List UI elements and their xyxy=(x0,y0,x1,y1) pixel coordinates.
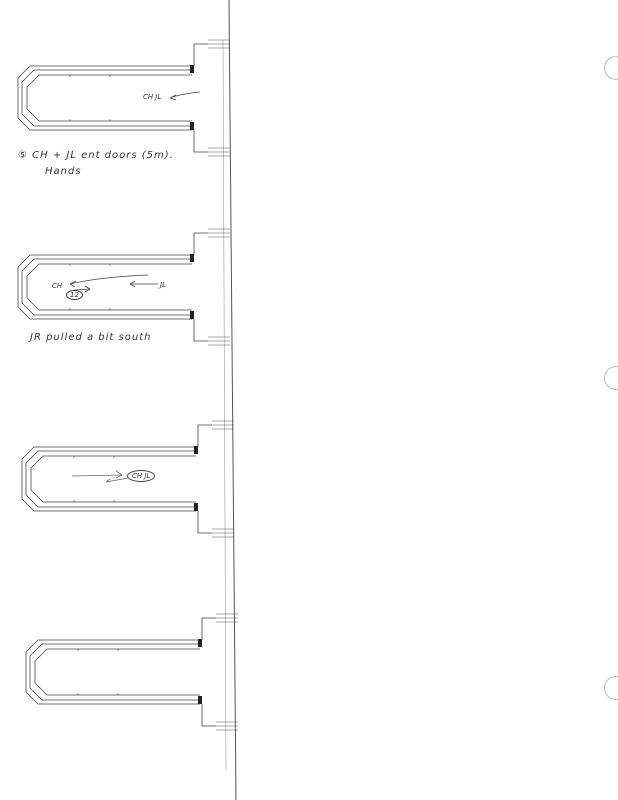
door-post xyxy=(190,122,194,130)
marker-dot xyxy=(73,500,75,502)
page-margin-line xyxy=(222,39,227,771)
marker-dot xyxy=(69,119,71,121)
diagram-2-label-jl: JL xyxy=(160,281,166,289)
corridor-wall-line xyxy=(17,254,192,320)
diagram-2-label-ch: CH xyxy=(52,282,63,290)
corridor-wall-line xyxy=(25,639,200,705)
marker-dot xyxy=(77,693,79,695)
corridor-wall-line xyxy=(26,263,192,311)
marker-dot xyxy=(69,75,71,77)
entry-wall-line xyxy=(193,130,208,153)
movement-arrow xyxy=(169,91,201,101)
marker-dot xyxy=(117,693,119,695)
marker-dot xyxy=(117,649,119,651)
corridor-wall-line xyxy=(29,643,200,701)
corridor-wall-line xyxy=(21,258,192,316)
marker-dot xyxy=(109,119,111,121)
marker-dot xyxy=(77,649,79,651)
corridor-wall-line xyxy=(21,446,196,512)
entry-wall-line xyxy=(201,617,216,640)
entry-wall-line xyxy=(193,232,208,255)
entry-wall-line xyxy=(201,704,216,727)
movement-arrow xyxy=(69,274,149,288)
door-post xyxy=(194,503,198,511)
movement-arrow xyxy=(129,280,158,288)
door-post xyxy=(198,639,202,647)
diagram-1-note: ⑤ CH + JL ent doors (5m). xyxy=(18,150,174,161)
corridor-wall-line xyxy=(25,450,196,508)
movement-arrow xyxy=(71,470,129,483)
diagram-1-label: CH JL xyxy=(143,93,162,101)
corridor-wall-line xyxy=(34,648,200,696)
marker-dot xyxy=(73,456,75,458)
corridor-wall-line xyxy=(30,455,196,503)
entry-wall-line xyxy=(197,424,212,447)
door-post xyxy=(198,696,202,704)
marker-dot xyxy=(69,264,71,266)
marker-dot xyxy=(69,308,71,310)
entry-wall-line xyxy=(197,511,212,534)
page-fold-line xyxy=(228,0,237,800)
marker-dot xyxy=(109,264,111,266)
corridor-wall-line xyxy=(26,74,192,122)
door-post xyxy=(190,65,194,73)
marker-dot xyxy=(113,500,115,502)
door-post xyxy=(194,446,198,454)
diagram-1-note-2: Hands xyxy=(45,166,82,177)
entry-wall-line xyxy=(193,43,208,66)
diagram-2-note: JR pulled a bit south xyxy=(30,332,152,343)
entry-wall-line xyxy=(193,319,208,342)
corridor-wall-line xyxy=(17,65,192,131)
door-post xyxy=(190,311,194,319)
marker-dot xyxy=(109,308,111,310)
movement-arrow xyxy=(73,285,91,293)
corridor-wall-line xyxy=(21,69,192,127)
door-post xyxy=(190,254,194,262)
diagram-2-label-circle: 12 xyxy=(66,290,83,300)
marker-dot xyxy=(109,75,111,77)
marker-dot xyxy=(113,456,115,458)
diagram-3-label: CH JL xyxy=(127,470,156,482)
